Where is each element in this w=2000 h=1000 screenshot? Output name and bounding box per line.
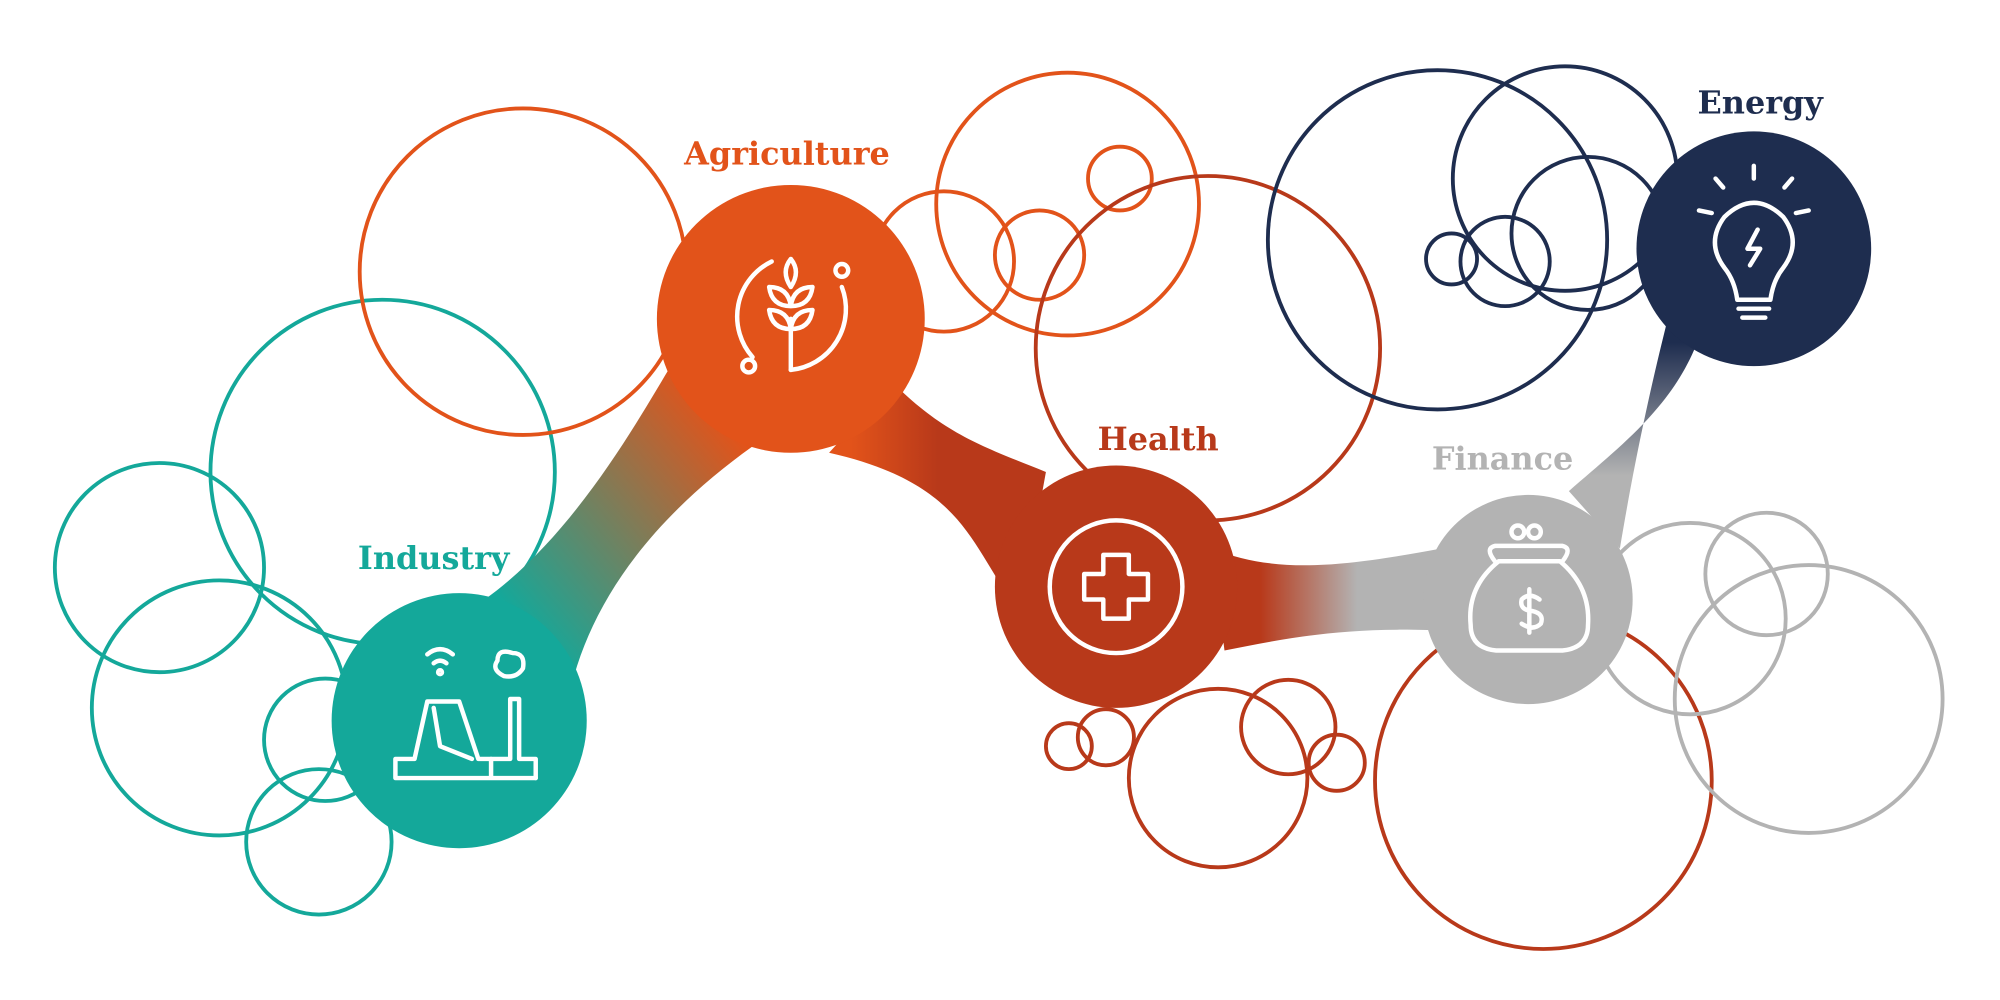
agriculture-node[interactable] [656, 184, 925, 453]
medical-cross-icon [1047, 518, 1185, 656]
agriculture-label: Agriculture [683, 135, 890, 173]
health-label: Health [1098, 420, 1219, 458]
energy-rings [1265, 64, 1680, 412]
health-node[interactable] [994, 465, 1238, 708]
factory-icon [393, 647, 538, 781]
money-bag-icon [1468, 523, 1591, 653]
connector-industry-agriculture [484, 357, 753, 677]
industry-node[interactable] [331, 593, 587, 849]
energy-label: Energy [1698, 84, 1825, 122]
finance-node[interactable] [1423, 494, 1633, 705]
finance-rings [1592, 510, 1945, 835]
agriculture-rings [357, 70, 1201, 437]
finance-label: Finance [1432, 439, 1573, 477]
lightbulb-icon [1696, 163, 1811, 320]
connector-agriculture-health [829, 382, 1046, 613]
wheat-icon [734, 256, 851, 375]
connector-health-finance [1211, 548, 1455, 651]
industry-label: Industry [358, 539, 511, 577]
connector-finance-energy [1568, 306, 1697, 549]
energy-node[interactable] [1636, 131, 1872, 367]
